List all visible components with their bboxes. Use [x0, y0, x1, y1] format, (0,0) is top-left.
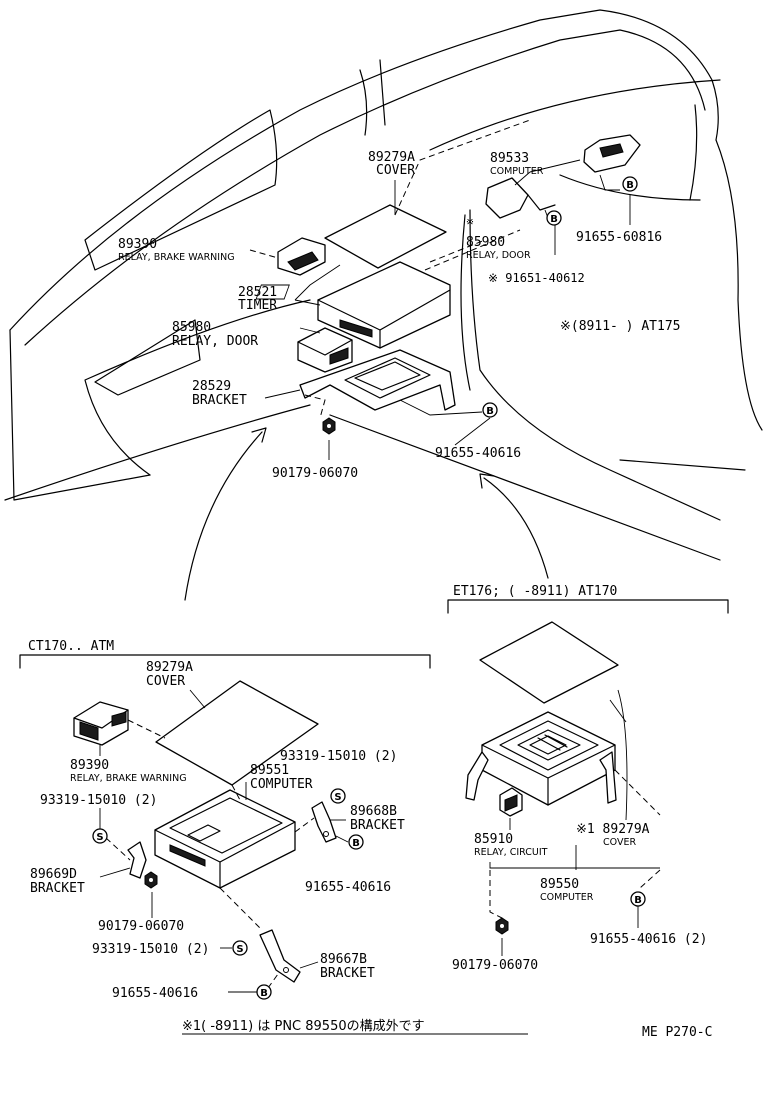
left-relay-name: RELAY, BRAKE WARNING: [70, 773, 187, 784]
left-relay-pn: 89390: [70, 758, 109, 773]
computer-89533: [485, 134, 641, 219]
relay-door-small-mark: ※: [466, 217, 474, 228]
dashboard-outline: [4, 9, 763, 561]
leaders-left: [99, 689, 349, 993]
arrow-left-to-top: [184, 427, 267, 601]
right-section-frame: [447, 599, 729, 614]
screw-marker-left-2: S: [92, 828, 108, 844]
bolt-marker-top-2: B: [546, 210, 562, 226]
relay-brake-top-name: RELAY, BRAKE WARNING: [118, 252, 235, 263]
svg-text:B: B: [634, 895, 642, 906]
left-bracket-669-pn: 89669D: [30, 867, 77, 882]
left-section-title: CT170.. ATM: [28, 639, 114, 654]
svg-text:B: B: [260, 988, 268, 999]
left-bracket-667-name: BRACKET: [320, 966, 375, 981]
right-bracket-right: [599, 751, 617, 804]
bolt-marker-top-3: B: [482, 402, 498, 418]
left-bolt-bottom: 91655-40616: [112, 986, 198, 1001]
bracket-top-pn: 28529: [192, 379, 231, 394]
left-cover-pn: 89279A: [146, 660, 193, 675]
right-nut: [495, 917, 509, 935]
timer-pn: 28521: [238, 285, 277, 300]
nut-top-label: 90179-06070: [272, 466, 358, 481]
left-bracket-669-name: BRACKET: [30, 881, 85, 896]
left-screw-left: 93319-15010 (2): [40, 793, 157, 808]
relay-door-small-name: RELAY, DOOR: [466, 250, 531, 261]
applicability-note: ※(8911- ) AT175: [560, 319, 680, 334]
left-computer-pn: 89551: [250, 763, 289, 778]
timer-name: TIMER: [238, 298, 277, 313]
left-bracket-89667b: [259, 929, 301, 983]
bracket-top-name: BRACKET: [192, 393, 247, 408]
arrow-right-to-top: [479, 473, 549, 579]
left-cover-name: COVER: [146, 674, 185, 689]
left-bracket-668-pn: 89668B: [350, 804, 397, 819]
left-section-frame: [19, 654, 431, 669]
relay-door-85980: [297, 327, 353, 373]
right-relay-name: RELAY, CIRCUIT: [474, 847, 548, 858]
computer-top-name: COMPUTER: [490, 166, 544, 177]
page-ref: ME P270-C: [642, 1025, 712, 1040]
cover-top: [324, 204, 447, 269]
right-computer-name: COMPUTER: [540, 892, 594, 903]
cover-top-pn: 89279A: [368, 150, 415, 165]
right-section-title: ET176; ( -8911) AT170: [453, 584, 617, 599]
leaders-right: [489, 689, 661, 956]
computer-top-pn: 89533: [490, 151, 529, 166]
svg-text:S: S: [96, 832, 103, 843]
svg-text:B: B: [352, 838, 360, 849]
right-relay-circuit: [499, 787, 523, 817]
svg-text:B: B: [626, 180, 634, 191]
left-screw-bottom: 93319-15010 (2): [92, 942, 209, 957]
right-bracket-left: [465, 751, 489, 801]
right-cover: [479, 621, 619, 704]
right-computer-89550: [481, 711, 616, 806]
relay-door-small-pn: 85980: [466, 235, 505, 250]
nut-top: [322, 417, 336, 435]
bolt-60816-label: 91655-60816: [576, 230, 662, 245]
left-nut-label: 90179-06070: [98, 919, 184, 934]
left-screw-top: 93319-15010 (2): [280, 749, 397, 764]
relay-brake-warning-top: [277, 237, 326, 276]
right-cover-name: COVER: [603, 837, 636, 848]
bolt-marker-top-1: B: [622, 176, 638, 192]
relay-door-pn: 85980: [172, 320, 211, 335]
svg-text:B: B: [550, 214, 558, 225]
right-bolt-label: 91655-40616 (2): [590, 932, 707, 947]
right-nut-label: 90179-06070: [452, 958, 538, 973]
right-computer-pn: 89550: [540, 877, 579, 892]
left-bracket-668-name: BRACKET: [350, 818, 405, 833]
relay-brake-top-pn: 89390: [118, 237, 157, 252]
left-computer-89551: [154, 789, 296, 889]
left-relay-brake-warning: [73, 701, 129, 746]
bolt-marker-left-2: B: [256, 984, 272, 1000]
right-relay-pn: 85910: [474, 832, 513, 847]
left-bracket-667-pn: 89667B: [320, 952, 367, 967]
leaders-top: [249, 119, 631, 460]
bolt-marker-right: B: [630, 891, 646, 907]
footnote: ※1( -8911) は PNC 89550の構成外です: [182, 1019, 425, 1034]
svg-text:B: B: [486, 406, 494, 417]
screw-marker-left-1: S: [330, 788, 346, 804]
bolt-40616-top-label: 91655-40616: [435, 446, 521, 461]
left-bolt-40616: 91655-40616: [305, 880, 391, 895]
relay-door-name: RELAY, DOOR: [172, 334, 258, 349]
svg-text:S: S: [236, 944, 243, 955]
left-bracket-89669d: [127, 841, 147, 879]
timer-28521: [255, 261, 451, 349]
left-computer-name: COMPUTER: [250, 777, 313, 792]
left-cover: [155, 680, 319, 786]
bolt-marker-left-1: B: [348, 834, 364, 850]
cover-top-name: COVER: [376, 163, 415, 178]
left-bracket-89668b: [311, 801, 337, 843]
screw-marker-left-3: S: [232, 940, 248, 956]
bracket-28529: [299, 349, 456, 411]
svg-text:S: S: [334, 792, 341, 803]
right-cover-pn: ※1 89279A: [576, 822, 650, 837]
left-nut: [144, 871, 158, 889]
bolt-40612-label: ※ 91651-40612: [488, 271, 585, 285]
